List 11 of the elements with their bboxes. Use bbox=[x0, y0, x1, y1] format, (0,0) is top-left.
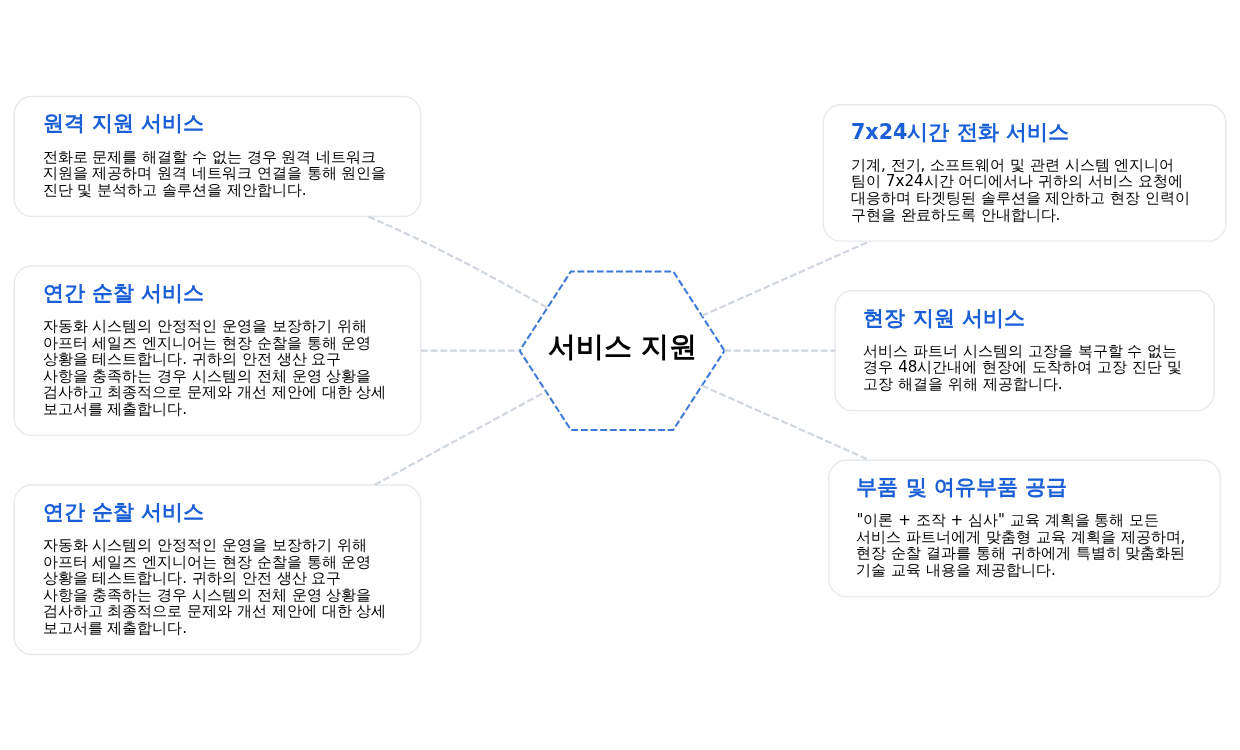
node-box: 연간 순찰 서비스 자동화 시스템의 안정적인 운영을 보장하기 위해 아프터 세일즈 엔지니어는 현장 순찰을 통해 운영 상황을 테스트합니다. 귀하의 안전 생산 요구 사항을 충족하는 경우 시스템의 전체 운영 상황을 검사하고 최종적으로 문제와 개선 제안에 대한 상세 보고서를 제출합니다. bbox=[13, 483, 422, 655]
connector bbox=[724, 349, 836, 352]
node-box: 원격 지원 서비스 전화로 문제를 해결할 수 없는 경우 원격 네트워크 지원을 제공하며 원격 네트워크 연결을 통해 원인을 진단 및 분석하고 솔루션을 제안합니다. bbox=[13, 95, 422, 217]
connector bbox=[374, 390, 547, 486]
connector bbox=[368, 215, 548, 309]
connector bbox=[420, 349, 520, 352]
node-box: 부품 및 여유부품 공급 "이론 + 조작 + 심사" 교육 계획을 통해 모든 서비스 파트너에게 맞춤형 교육 계획을 제공하며, 현장 순찰 결과를 통해 귀하에게 특별히 맞춤화된 기술 교육 내용을 제공합니다. bbox=[828, 459, 1221, 597]
node-box: 7x24시간 전화 서비스 기계, 전기, 소프트웨어 및 관련 시스템 엔지니어 팀이 7x24시간 어디에서나 귀하의 서비스 요청에 대응하며 타겟팅된 솔루션을 제안하고 현장 인력이 구현을 완료하도록 안내합니다. bbox=[822, 103, 1227, 242]
node-box: 연간 순찰 서비스 자동화 시스템의 안정적인 운영을 보장하기 위해 아프터 세일즈 엔지니어는 현장 순찰을 통해 운영 상황을 테스트합니다. 귀하의 안전 생산 요구 사항을 충족하는 경우 시스템의 전체 운영 상황을 검사하고 최종적으로 문제와 개선 제안에 대한 상세 보고서를 제출합니다. bbox=[13, 264, 422, 436]
connector bbox=[701, 239, 871, 317]
node-box: 현장 지원 서비스 서비스 파트너 시스템의 고장을 복구할 수 없는 경우 48시간내에 현장에 도착하여 고장 진단 및 고장 해결을 위해 제공합니다. bbox=[834, 289, 1215, 411]
